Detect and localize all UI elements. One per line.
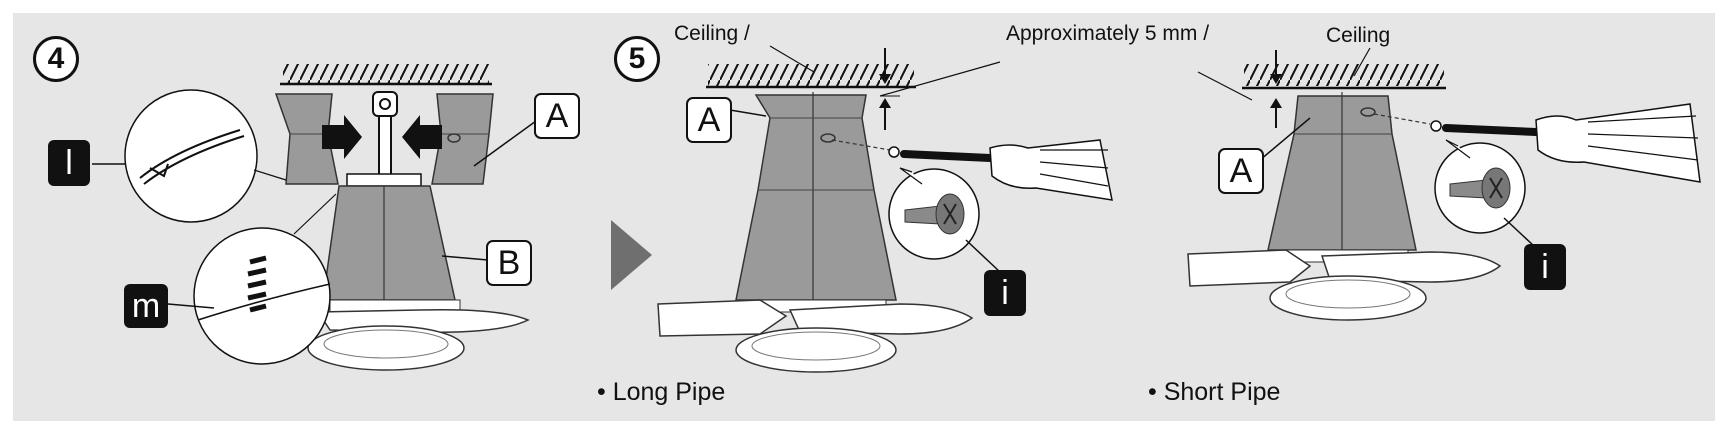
part-a-label-short-pipe: A [1218,148,1264,194]
long-pipe-screwdriver-icon [831,139,1113,201]
short-pipe-screw-detail [1434,139,1535,247]
long-pipe-canopy [735,92,897,313]
short-pipe-ceiling-label: Ceiling [1326,24,1391,47]
leader-a-long-pipe [729,109,767,117]
step-4-ceiling [280,64,492,86]
detail-magnifier-l [92,89,287,223]
screw-i-label-long-pipe: i [984,270,1026,316]
step-4-number: 4 [33,36,79,82]
fan-blades-step4 [307,308,530,371]
leader-a-short-pipe [1259,117,1311,161]
short-pipe-gap-indicator [1270,50,1282,128]
next-step-arrow-icon [611,220,652,290]
canopy-half-left [274,93,339,185]
short-pipe-ceiling [1197,47,1446,101]
arrow-right-icon [322,115,362,159]
arrow-left-icon [402,115,442,159]
step-5-number: 5 [614,36,660,82]
motor-housing-b [322,173,461,313]
short-pipe-screwdriver-icon [1373,103,1701,183]
long-pipe-screw-detail [888,167,1001,273]
long-pipe-blades [657,299,974,373]
part-a-label-long-pipe: A [686,97,732,143]
part-l-label: l [48,140,90,186]
part-a-label-step4: A [534,93,580,139]
part-b-label: B [486,240,532,286]
long-pipe-gap-indicator [879,48,900,130]
long-pipe-caption: • Long Pipe [597,378,726,406]
detail-magnifier-m [167,193,337,365]
long-pipe-ceiling [706,45,1001,97]
long-pipe-ceiling-label: Ceiling / [674,22,750,45]
short-pipe-canopy [1267,92,1417,263]
ceiling-bracket [372,91,398,177]
screw-i-label-short-pipe: i [1524,244,1566,290]
long-pipe-gap-label: Approximately 5 mm / [1006,22,1210,45]
short-pipe-caption: • Short Pipe [1148,378,1281,406]
leader-b-step4 [441,255,489,261]
short-pipe-blades [1187,249,1502,321]
part-m-label: m [124,284,168,328]
leader-a-step4 [473,120,537,167]
